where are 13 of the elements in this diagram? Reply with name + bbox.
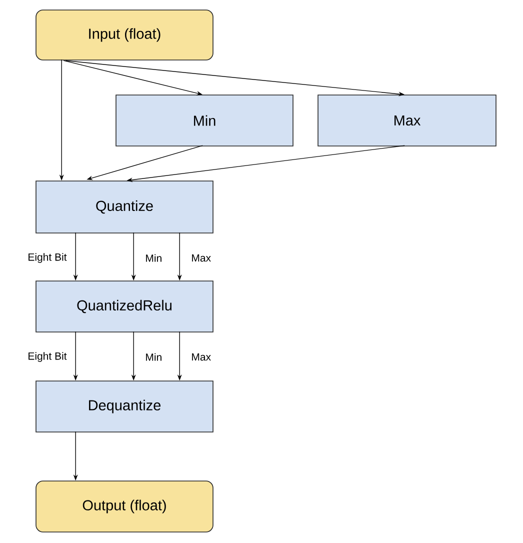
edge-label: Max (192, 353, 211, 361)
terminal-box: Input (float) (36, 10, 214, 60)
process-box: Max (318, 94, 496, 146)
process-box: QuantizedRelu (36, 280, 214, 332)
process-box: Quantize (36, 180, 214, 234)
edge-label: Eight Bit (28, 253, 67, 263)
edge-label: Min (146, 254, 162, 262)
edge-label: Min (146, 353, 162, 361)
process-box: Dequantize (36, 380, 214, 432)
process-box: Min (116, 94, 294, 146)
edge-label: Max (192, 254, 211, 262)
edge-label: Eight Bit (28, 352, 67, 362)
terminal-box: Output (float) (36, 480, 214, 532)
